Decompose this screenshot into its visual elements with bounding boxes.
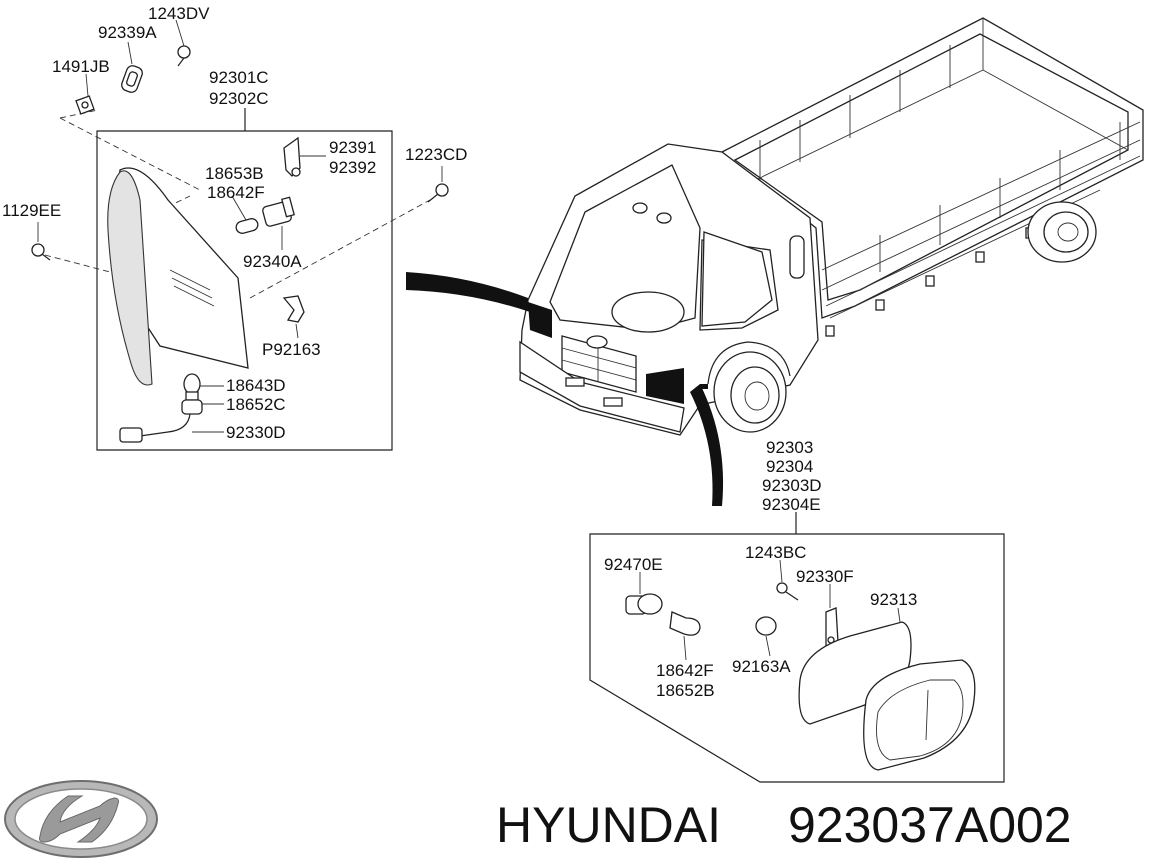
headlamp-lens (107, 167, 249, 386)
screw-1223cd (427, 183, 449, 203)
nut-1491jb (75, 95, 95, 115)
part-labels: 1243DV 92339A 1491JB 92301C 92302C 92391… (2, 4, 917, 700)
label-92330F: 92330F (796, 567, 854, 586)
label-92340A: 92340A (243, 252, 302, 271)
clip-92339a (121, 65, 143, 93)
truck-cab (519, 143, 819, 436)
bracket-92391 (283, 136, 301, 177)
screw-1243dv (177, 45, 191, 67)
label-1129EE: 1129EE (2, 201, 61, 220)
side-marker-assembly-group (589, 512, 1005, 783)
label-18653B: 18653B (205, 164, 264, 183)
label-92391: 92391 (329, 138, 376, 157)
label-18643D: 18643D (226, 376, 286, 395)
label-92470E: 92470E (604, 555, 663, 574)
cap-92163a (755, 616, 777, 636)
label-92339A: 92339A (98, 23, 157, 42)
label-P92163: P92163 (262, 340, 321, 359)
headlamp-assembly-group (31, 19, 449, 451)
label-1223CD: 1223CD (405, 145, 467, 164)
callout-arrow-headlamp (406, 272, 530, 312)
bulb-18642f (235, 218, 259, 234)
marker-lens-92313 (798, 621, 976, 771)
part-number: 923037A002 (788, 797, 1072, 853)
label-92303: 92303 (766, 438, 813, 457)
wire-harness-92330d (119, 413, 191, 443)
label-92330D: 92330D (226, 423, 286, 442)
socket-92470e (625, 593, 663, 615)
rear-wheel (1027, 201, 1097, 263)
label-92304: 92304 (766, 457, 813, 476)
screw-1243bc (776, 582, 799, 601)
truck-illustration (406, 17, 1144, 506)
bulb-18643d (181, 373, 203, 415)
label-1491JB: 1491JB (52, 57, 110, 76)
label-18652B: 18652B (656, 681, 715, 700)
cargo-bed (720, 17, 1144, 337)
clip-p92163 (282, 295, 305, 323)
label-18652C: 18652C (226, 395, 286, 414)
label-92301C: 92301C (209, 68, 269, 87)
brand-name: HYUNDAI (496, 797, 721, 853)
label-1243BC: 1243BC (745, 543, 806, 562)
screw-1129ee (31, 243, 51, 261)
hyundai-logo-icon (4, 780, 158, 858)
label-92163A: 92163A (732, 657, 791, 676)
label-18642F-top: 18642F (207, 183, 265, 202)
label-18642F-bottom: 18642F (656, 661, 714, 680)
label-92392: 92392 (329, 158, 376, 177)
label-92304E: 92304E (762, 495, 821, 514)
label-92303D: 92303D (762, 476, 822, 495)
bulb-18642f-marker (669, 611, 701, 636)
label-1243DV: 1243DV (148, 4, 210, 23)
label-92313: 92313 (870, 590, 917, 609)
socket-92340a (262, 196, 295, 227)
label-92302C: 92302C (209, 89, 269, 108)
callout-arrow-side-marker (690, 384, 724, 506)
